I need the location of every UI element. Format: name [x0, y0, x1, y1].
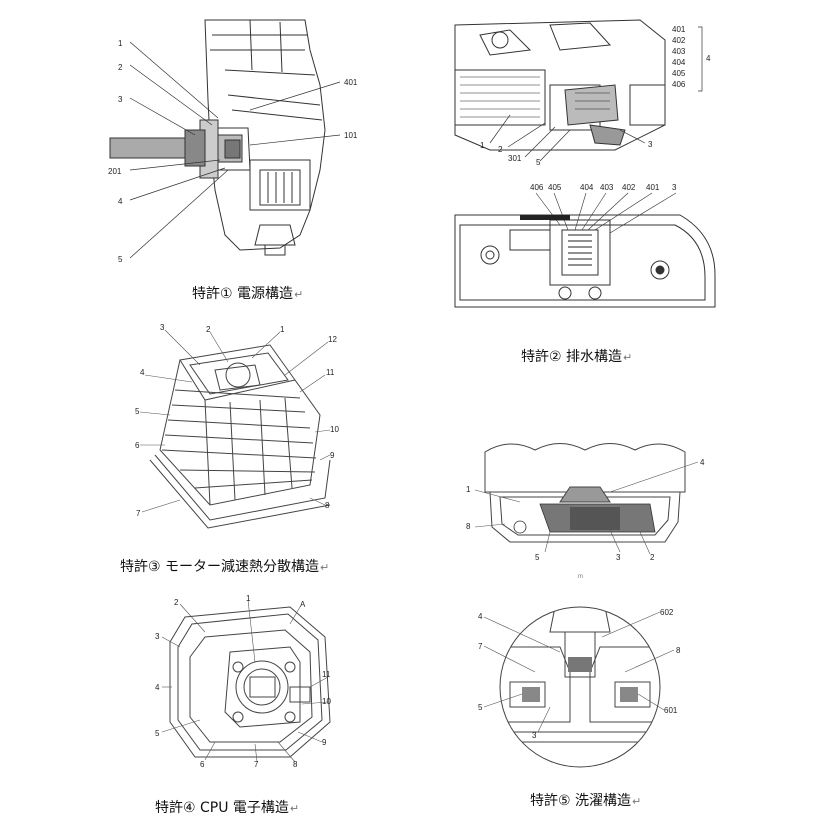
- p5b-callout-5: 5: [478, 703, 483, 712]
- return-mark-icon: ↵: [289, 802, 300, 815]
- p5b-callout-7: 7: [478, 642, 483, 651]
- p2-callout-301: 301: [508, 154, 522, 163]
- p3-callout-4: 4: [140, 368, 145, 377]
- p2-callout-4: 4: [706, 54, 711, 63]
- motor-heat-structure-drawing: 3 2 1 12 4 11 5 10 6 9 7 8: [135, 323, 339, 529]
- p5-figure-mark: m: [578, 574, 583, 580]
- p1-callout-5: 5: [118, 255, 123, 264]
- p2-callout-404: 404: [672, 58, 686, 67]
- p5-callout-4: 4: [700, 458, 705, 467]
- patent-4-figure: 2 1 A 3 4 11 10 5 9 6 7 8: [150, 592, 350, 772]
- patent-5-caption: 特許⑤ 洗濯構造↵: [530, 790, 641, 810]
- p4-callout-9: 9: [322, 738, 327, 747]
- p2-callout-3: 3: [648, 140, 653, 149]
- patent-3-figure: 3 2 1 12 4 11 5 10 6 9 7 8: [120, 320, 360, 540]
- p3-callout-11: 11: [326, 368, 335, 377]
- p4-callout-3: 3: [155, 632, 160, 641]
- p1-callout-201: 201: [108, 167, 122, 176]
- p2-callout-405: 405: [672, 69, 686, 78]
- drain-structure-drawing: 401 402 403 404 405 406 4 1 2 301 5 3 40…: [454, 19, 716, 308]
- p4-callout-2: 2: [174, 598, 179, 607]
- p2-callout-403: 403: [672, 47, 686, 56]
- p3-callout-7: 7: [136, 509, 141, 518]
- p2b-callout-3: 3: [672, 183, 677, 192]
- p3-callout-10: 10: [330, 425, 339, 434]
- cpu-electronics-drawing: 2 1 A 3 4 11 10 5 9 6 7 8: [155, 594, 331, 769]
- p1-callout-401: 401: [344, 78, 358, 87]
- p1-callout-4: 4: [118, 197, 123, 206]
- patent-5-figure: 4 1 8 5 3 2 m: [450, 432, 710, 782]
- p4-callout-7: 7: [254, 760, 259, 769]
- patent-4-caption: 特許④ CPU 電子構造↵: [155, 797, 299, 817]
- power-structure-drawing: 1 2 3 201 4 5 401 101: [108, 19, 358, 264]
- return-mark-icon: ↵: [632, 795, 642, 808]
- p4-callout-A: A: [300, 600, 306, 609]
- patent-2-caption: 特許② 排水構造↵: [521, 346, 632, 366]
- p1-callout-3: 3: [118, 95, 123, 104]
- p3-callout-12: 12: [328, 335, 337, 344]
- washing-structure-drawing: 4 1 8 5 3 2 m: [466, 443, 705, 768]
- p2-callout-402: 402: [672, 36, 686, 45]
- p4-callout-10: 10: [322, 697, 331, 706]
- p2b-callout-404: 404: [580, 183, 594, 192]
- p4-callout-11: 11: [322, 670, 331, 679]
- patent-1-caption-text: 特許① 電源構造: [192, 286, 294, 302]
- p3-callout-1: 1: [280, 325, 285, 334]
- p3-callout-2: 2: [206, 325, 211, 334]
- p5-callout-2: 2: [650, 553, 655, 562]
- p1-callout-1: 1: [118, 39, 123, 48]
- p2-callout-401: 401: [672, 25, 686, 34]
- p3-callout-6: 6: [135, 441, 140, 450]
- p2b-callout-402: 402: [622, 183, 636, 192]
- p3-callout-5: 5: [135, 407, 140, 416]
- return-mark-icon: ↵: [320, 561, 330, 574]
- patent-3-caption-text: 特許③ モーター減速熱分散構造: [120, 559, 320, 575]
- p5b-callout-4: 4: [478, 612, 483, 621]
- p2-callout-406: 406: [672, 80, 686, 89]
- patent-3-caption: 特許③ モーター減速熱分散構造↵: [120, 556, 329, 576]
- p2-callout-5: 5: [536, 158, 541, 167]
- p3-callout-8: 8: [325, 501, 330, 510]
- p4-callout-5: 5: [155, 729, 160, 738]
- patent-2-figure: 401 402 403 404 405 406 4 1 2 301 5 3 40…: [450, 15, 725, 315]
- p2b-callout-405: 405: [548, 183, 562, 192]
- p1-callout-2: 2: [118, 63, 123, 72]
- return-mark-icon: ↵: [623, 351, 633, 364]
- p5-callout-5: 5: [535, 553, 540, 562]
- p2b-callout-401: 401: [646, 183, 660, 192]
- p2b-callout-406: 406: [530, 183, 544, 192]
- patent-5-caption-text: 特許⑤ 洗濯構造: [530, 793, 632, 809]
- p4-callout-1: 1: [246, 594, 251, 603]
- patent-4-caption-text: 特許④ CPU 電子構造: [155, 800, 289, 816]
- patent-1-caption: 特許① 電源構造↵: [192, 283, 303, 303]
- p5-callout-8: 8: [466, 522, 471, 531]
- p2-callout-1: 1: [480, 141, 485, 150]
- p5-callout-3: 3: [616, 553, 621, 562]
- p5b-callout-602: 602: [660, 608, 674, 617]
- patent-1-figure: 1 2 3 201 4 5 401 101: [100, 10, 370, 270]
- p3-callout-9: 9: [330, 451, 335, 460]
- p3-callout-3: 3: [160, 323, 165, 332]
- p5b-callout-3: 3: [532, 731, 537, 740]
- p4-callout-6: 6: [200, 760, 205, 769]
- return-mark-icon: ↵: [294, 288, 304, 301]
- p4-callout-4: 4: [155, 683, 160, 692]
- p1-callout-101: 101: [344, 131, 358, 140]
- p5b-callout-601: 601: [664, 706, 678, 715]
- p5-callout-1: 1: [466, 485, 471, 494]
- p2b-callout-403: 403: [600, 183, 614, 192]
- p5b-callout-8: 8: [676, 646, 681, 655]
- patent-2-caption-text: 特許② 排水構造: [521, 349, 623, 365]
- p2-callout-2: 2: [498, 145, 503, 154]
- p4-callout-8: 8: [293, 760, 298, 769]
